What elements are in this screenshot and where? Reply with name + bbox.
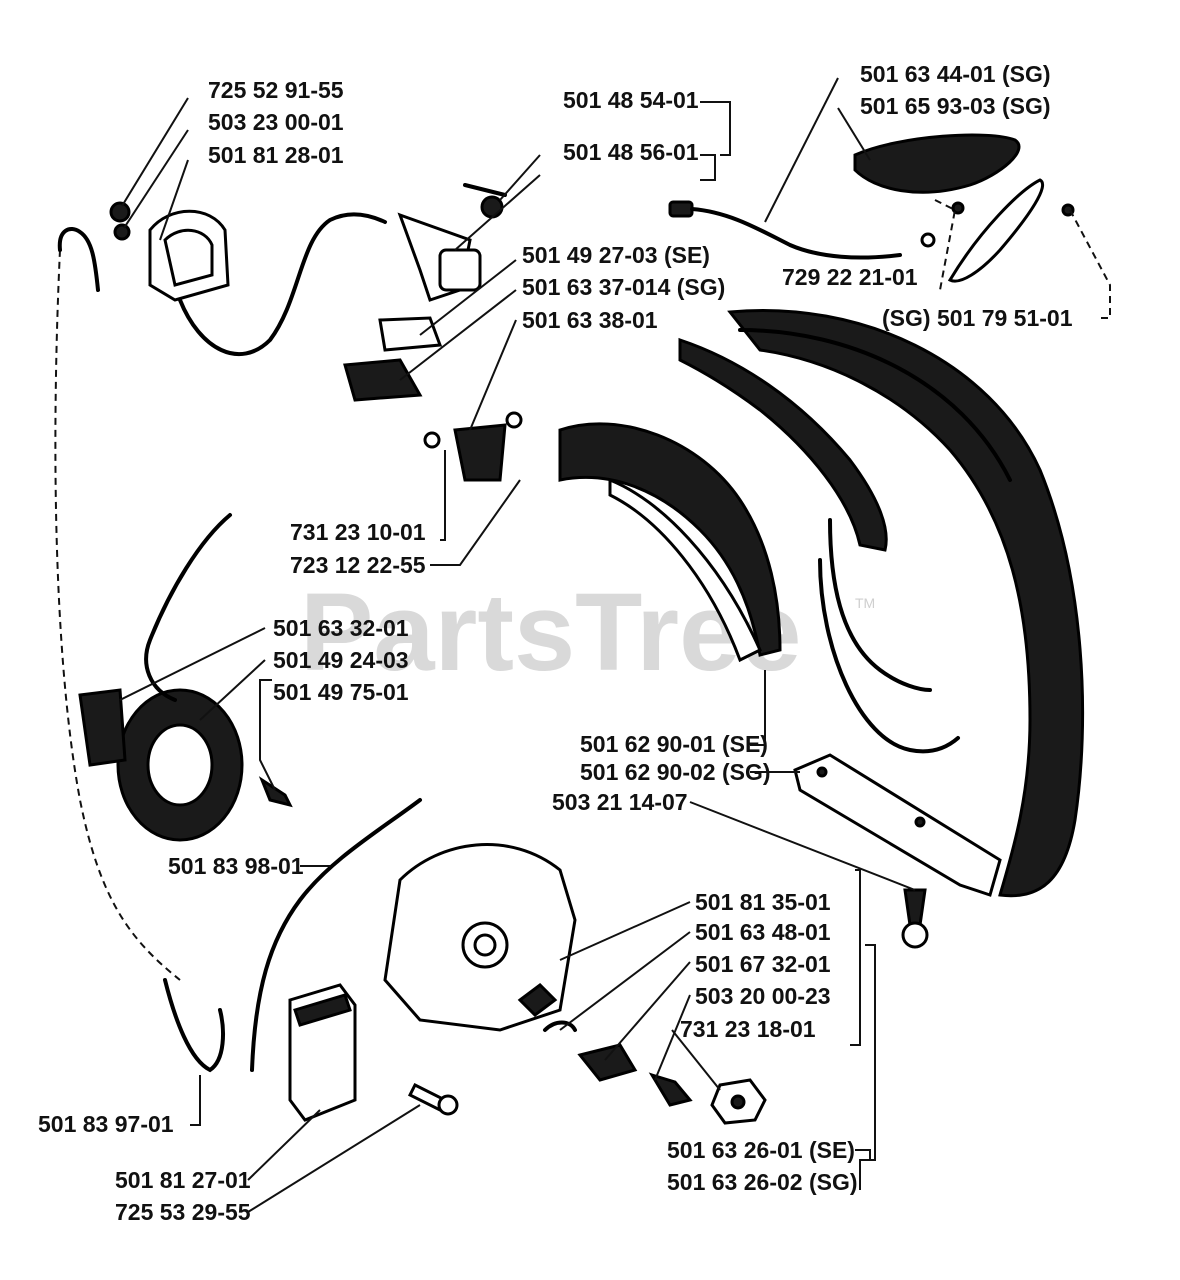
ignition-wire-bottom xyxy=(163,978,225,1073)
label-501-62-90-01: 501 62 90-01 (SE) xyxy=(580,731,768,757)
flywheel-screw xyxy=(648,1072,693,1107)
leader-lines xyxy=(119,77,1111,1213)
label-501-63-37-014: 501 63 37-014 (SG) xyxy=(522,274,725,300)
ignition-wire-top xyxy=(57,227,100,292)
label-501-81-28-01: 501 81 28-01 xyxy=(208,142,344,168)
contact-spring xyxy=(423,411,523,482)
watermark-trademark: TM xyxy=(855,595,875,611)
bracket-screw xyxy=(901,888,929,949)
coil-wire xyxy=(178,212,387,357)
pawl xyxy=(577,1043,638,1082)
coil-bolt xyxy=(407,1082,459,1116)
handle-wire-2 xyxy=(818,558,960,754)
label-729-22-21-01: 729 22 21-01 xyxy=(782,264,918,290)
label-501-62-90-02: 501 62 90-02 (SG) xyxy=(580,759,771,785)
short-wire xyxy=(668,200,936,260)
label-723-12-22-55: 723 12 22-55 xyxy=(290,552,426,578)
flywheel-nut xyxy=(710,1078,767,1125)
ignition-coil-top xyxy=(109,201,230,302)
label-501-63-32-01: 501 63 32-01 xyxy=(273,615,409,641)
part-labels: 725 52 91-55 503 23 00-01 501 81 28-01 5… xyxy=(38,61,1073,1225)
label-501-81-35-01: 501 81 35-01 xyxy=(695,889,831,915)
label-503-23-00-01: 503 23 00-01 xyxy=(208,109,344,135)
spark-plug-lead xyxy=(250,798,422,1072)
label-501-48-56-01: 501 48 56-01 xyxy=(563,139,699,165)
label-501-63-38-01: 501 63 38-01 xyxy=(522,307,658,333)
label-731-23-18-01: 731 23 18-01 xyxy=(680,1016,816,1042)
stop-switch xyxy=(397,183,507,302)
label-501-49-24-03: 501 49 24-03 xyxy=(273,647,409,673)
switch-bracket xyxy=(343,316,443,402)
trigger xyxy=(853,133,1075,283)
label-501-83-98-01: 501 83 98-01 xyxy=(168,853,304,879)
flywheel-wire xyxy=(144,513,232,702)
label-501-63-26-02: 501 63 26-02 (SG) xyxy=(667,1169,858,1195)
ignition-wire-dashed xyxy=(54,249,181,981)
label-503-21-14-07: 503 21 14-07 xyxy=(552,789,688,815)
label-501-67-32-01: 501 67 32-01 xyxy=(695,951,831,977)
handle-bracket xyxy=(793,753,1002,897)
label-501-48-54-01: 501 48 54-01 xyxy=(563,87,699,113)
label-725-53-29-55: 725 53 29-55 xyxy=(115,1199,251,1225)
clip xyxy=(543,1020,577,1032)
ignition-module xyxy=(383,843,577,1032)
label-501-49-75-01: 501 49 75-01 xyxy=(273,679,409,705)
coil-block xyxy=(288,983,357,1122)
label-731-23-10-01: 731 23 10-01 xyxy=(290,519,426,545)
label-501-63-26-01: 501 63 26-01 (SE) xyxy=(667,1137,855,1163)
label-501-81-27-01: 501 81 27-01 xyxy=(115,1167,251,1193)
handle-wire-1 xyxy=(828,518,932,692)
label-501-49-27-03: 501 49 27-03 (SE) xyxy=(522,242,710,268)
label-501-63-48-01: 501 63 48-01 xyxy=(695,919,831,945)
label-725-52-91-55: 725 52 91-55 xyxy=(208,77,344,103)
label-501-63-44-01: 501 63 44-01 (SG) xyxy=(860,61,1051,87)
flywheel xyxy=(78,688,293,842)
label-503-20-00-23: 503 20 00-23 xyxy=(695,983,831,1009)
label-501-65-93-03: 501 65 93-03 (SG) xyxy=(860,93,1051,119)
label-501-79-51-01: (SG) 501 79 51-01 xyxy=(882,305,1073,331)
label-501-83-97-01: 501 83 97-01 xyxy=(38,1111,174,1137)
handle-bar xyxy=(558,309,1085,898)
